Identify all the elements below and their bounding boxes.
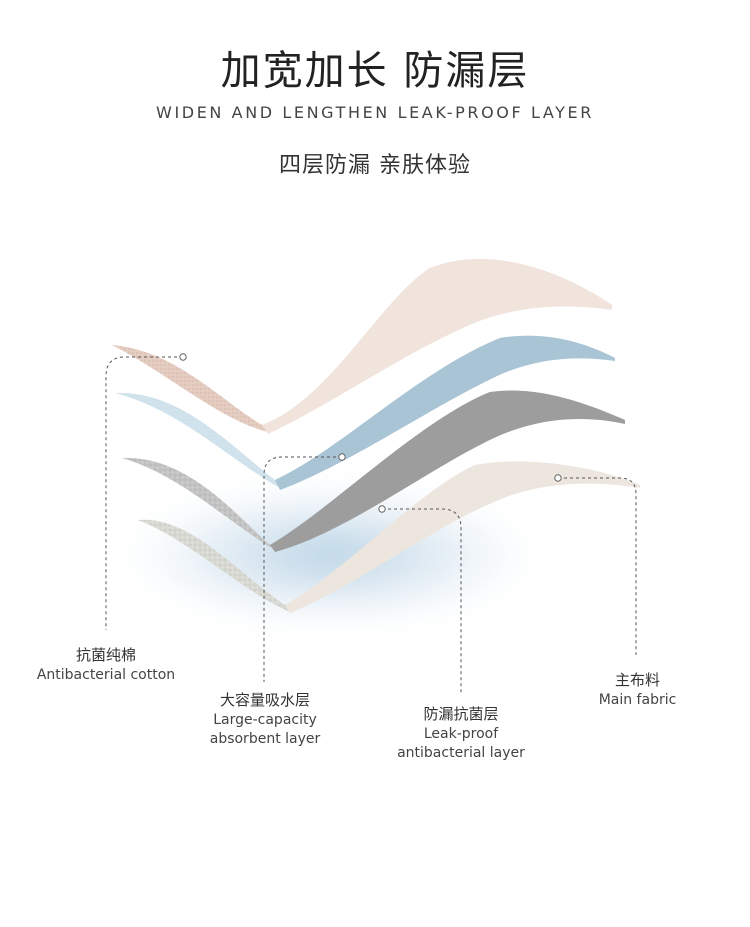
label-absorbent-cn: 大容量吸水层 bbox=[219, 691, 310, 709]
label-leak-proof-en-2: antibacterial layer bbox=[397, 745, 525, 761]
dot-leak-proof bbox=[378, 505, 386, 513]
layer-cotton bbox=[112, 259, 612, 434]
leader-dots bbox=[179, 353, 562, 513]
bottom-strip bbox=[0, 864, 750, 927]
layer-leak-proof bbox=[122, 390, 625, 552]
layer-absorbent bbox=[115, 335, 615, 490]
leader-lines bbox=[105, 356, 637, 695]
label-absorbent-en-2: absorbent layer bbox=[209, 731, 321, 747]
page-title: 加宽加长 防漏层 bbox=[220, 48, 530, 94]
label-leak-proof-en-1: Leak-proof bbox=[423, 726, 499, 742]
label-cotton-cn: 抗菌纯棉 bbox=[75, 646, 136, 664]
leader-absorbent bbox=[263, 456, 342, 682]
leader-cotton bbox=[105, 356, 183, 630]
label-leak-proof-cn: 防漏抗菌层 bbox=[423, 705, 499, 723]
leader-main-fabric bbox=[558, 477, 637, 655]
label-absorbent-en-1: Large-capacity bbox=[213, 712, 317, 728]
english-subtitle: WIDEN AND LENGTHEN LEAK-PROOF LAYER bbox=[156, 103, 594, 122]
label-cotton: 抗菌纯棉 Antibacterial cotton bbox=[20, 644, 192, 685]
layer-main-fabric bbox=[138, 461, 640, 613]
leader-leak-proof bbox=[382, 508, 462, 695]
label-main-fabric-en: Main fabric bbox=[598, 692, 677, 708]
label-absorbent: 大容量吸水层 Large-capacity absorbent layer bbox=[180, 689, 350, 749]
label-main-fabric: 主布料 Main fabric bbox=[575, 669, 700, 710]
dot-absorbent bbox=[338, 453, 346, 461]
label-leak-proof: 防漏抗菌层 Leak-proof antibacterial layer bbox=[376, 703, 546, 763]
label-cotton-en: Antibacterial cotton bbox=[36, 667, 176, 683]
chinese-subtitle: 四层防漏 亲肤体验 bbox=[279, 153, 471, 178]
dot-main-fabric bbox=[554, 474, 562, 482]
label-main-fabric-cn: 主布料 bbox=[614, 671, 660, 689]
dot-cotton bbox=[179, 353, 187, 361]
